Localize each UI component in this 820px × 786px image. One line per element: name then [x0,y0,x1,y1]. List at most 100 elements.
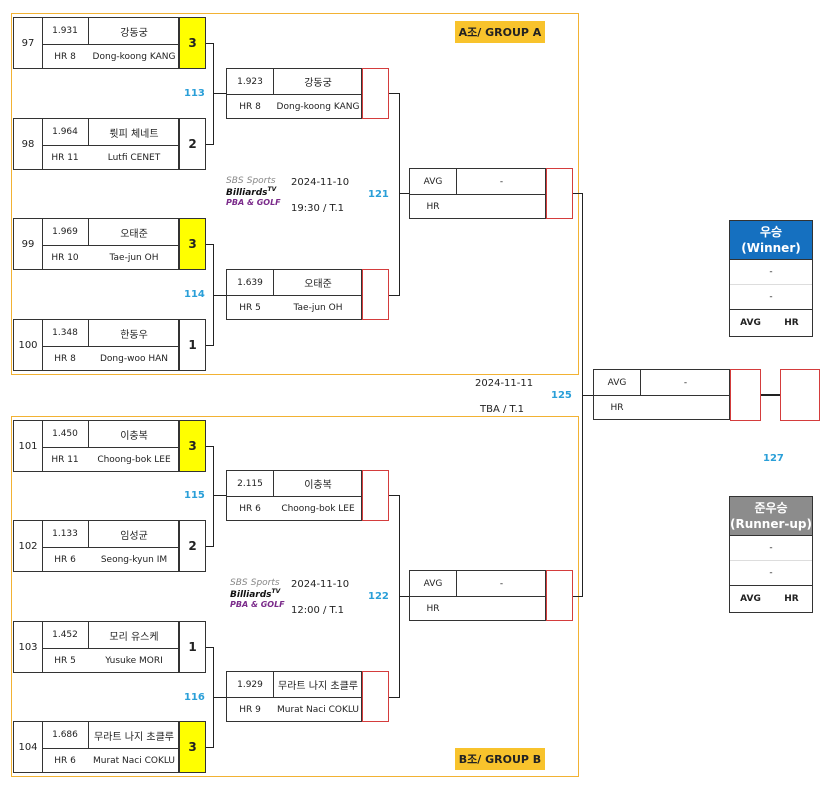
avg-label: AVG [607,377,627,388]
match-number-116: 116 [184,692,205,703]
bracket-connector [206,244,214,245]
player-name-en: Choong-bok LEE [97,455,171,465]
round1-player-card: 99 1.969 HR 10 오태준 Tae-jun OH [13,218,180,270]
match-number-125: 125 [551,390,572,401]
group-a-time: 19:30 / T.1 [291,203,345,214]
player-hr: HR 6 [54,555,76,565]
player-name-kr: 오태준 [120,228,148,240]
player-score: 2 [179,520,206,572]
round2-player-card: 2.115 HR 6 이충복 Choong-bok LEE [226,470,363,521]
round1-player-card: 103 1.452 HR 5 모리 유스케 Yusuke MORI [13,621,180,673]
match-number-127: 127 [763,453,784,464]
bracket-connector [389,495,400,496]
player-avg: 1.923 [237,76,263,87]
runner-up-title: 준우승 [754,501,788,515]
avg-value: - [499,578,504,589]
seed-number: 103 [14,622,43,672]
player-name-en: Dong-koong KANG [276,102,360,112]
hr-label: HR [426,201,440,212]
player-hr: HR 6 [239,504,261,514]
bracket-connector [206,43,214,44]
winner-row-2: - [730,284,812,309]
player-name-kr: 임성균 [120,530,148,542]
player-avg: 1.931 [52,26,78,36]
avg-label: AVG [423,176,443,187]
match-number-114: 114 [184,289,205,300]
bracket-connector [213,495,226,496]
player-name-kr: 오태준 [304,279,332,290]
player-avg: 1.969 [52,227,78,237]
player-hr: HR 5 [54,656,76,666]
bracket-connector [582,395,593,396]
player-name-en: Tae-jun OH [293,303,343,313]
group-b-label: B조/ GROUP B [455,748,545,770]
round1-player-card: 102 1.133 HR 6 임성균 Seong-kyun IM [13,520,180,572]
player-hr: HR 6 [54,756,76,766]
bracket-connector [206,647,214,648]
player-avg: 1.452 [52,630,78,640]
player-name-en: Murat Naci COKLU [92,756,176,766]
bracket-connector [573,596,583,597]
match-number-115: 115 [184,490,205,501]
bracket-connector [399,596,409,597]
player-hr: HR 11 [51,455,79,465]
seed-number: 98 [14,119,43,169]
round1-player-card: 97 1.931 HR 8 강동궁 Dong-koong KANG [13,17,180,69]
player-name-en: Yusuke MORI [105,656,163,666]
final-score-right [780,369,820,421]
bracket-connector [213,43,214,145]
match-number-121: 121 [368,189,389,200]
final-score-left [730,369,761,421]
winner-row-1: - [730,259,812,284]
bracket-connector [206,446,214,447]
bracket-connector [399,93,400,296]
semifinal-b-card: AVG - HR [409,570,547,621]
player-avg: 1.450 [52,429,78,439]
player-hr: HR 8 [239,102,261,112]
seed-number: 100 [14,320,43,370]
runner-up-subtitle: (Runner-up) [730,517,813,531]
round1-player-card: 101 1.450 HR 11 이충복 Choong-bok LEE [13,420,180,472]
avg-value: - [499,176,504,187]
bracket-connector [389,295,400,296]
player-score: 1 [179,621,206,673]
player-score: 3 [179,721,206,773]
semifinal-b-score [546,570,573,621]
player-name-en: Dong-woo HAN [100,354,168,364]
semifinal-a-score [546,168,573,219]
player-avg: 1.639 [237,277,263,288]
player-name-kr: 이충복 [304,480,332,491]
player-hr: HR 5 [239,303,261,313]
round2-player-card: 1.639 HR 5 오태준 Tae-jun OH [226,269,363,320]
round2-score-box [362,68,389,119]
player-avg: 1.686 [52,730,78,740]
runner-up-row-2: - [730,560,812,585]
winner-subtitle: (Winner) [741,241,801,255]
seed-number: 99 [14,219,43,269]
player-name-kr: 륏피 체네트 [109,128,159,140]
hr-label: HR [610,402,624,413]
bracket-connector [206,345,214,346]
semifinal-a-card: AVG - HR [409,168,547,219]
player-hr: HR 8 [54,354,76,364]
group-a-date: 2024-11-10 [291,177,350,188]
player-name-en: Choong-bok LEE [281,504,355,514]
bracket-connector [761,394,780,396]
bracket-connector [206,144,214,145]
bracket-connector [213,93,226,94]
player-name-kr: 모리 유스케 [109,631,159,643]
bracket-connector [213,697,226,698]
bracket-connector [206,747,214,748]
player-avg: 1.348 [52,328,78,338]
bracket-connector [213,295,226,296]
group-b-time: 12:00 / T.1 [291,605,345,616]
round1-player-card: 100 1.348 HR 8 한동우 Dong-woo HAN [13,319,180,371]
round2-score-box [362,470,389,521]
match-number-113: 113 [184,88,205,99]
round2-score-box [362,269,389,320]
player-name-kr: 무라트 나지 초클루 [94,731,174,743]
